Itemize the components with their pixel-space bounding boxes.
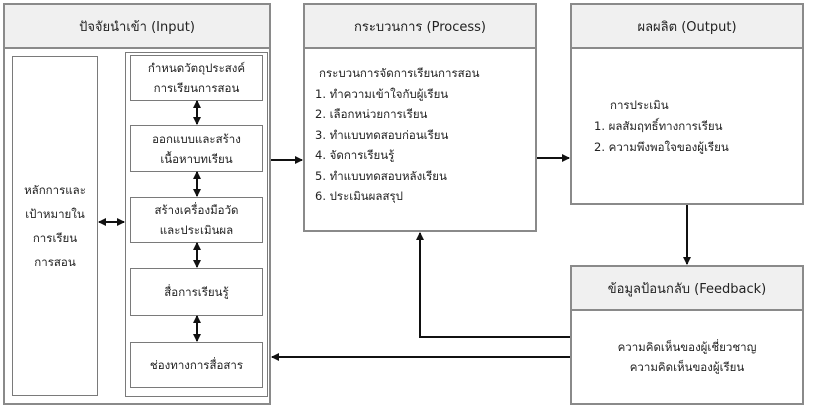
input-step-objectives: กำหนดวัตถุประสงค์ การเรียนการสอน bbox=[130, 55, 263, 101]
output-item: 1. ผลสัมฤทธิ์ทางการเรียน bbox=[594, 119, 723, 133]
process-title: กระบวนการ (Process) bbox=[353, 19, 487, 35]
step-line: สื่อการเรียนรู้ bbox=[164, 285, 229, 299]
process-box: กระบวนการ (Process) กระบวนการจัดการเรียน… bbox=[303, 3, 537, 232]
feedback-box: ข้อมูลป้อนกลับ (Feedback) ความคิดเห็นของ… bbox=[570, 265, 804, 405]
process-header: กระบวนการ (Process) bbox=[305, 5, 535, 49]
step-line: สร้างเครื่องมือวัด bbox=[154, 203, 239, 217]
step-line: ช่องทางการสื่อสาร bbox=[149, 358, 244, 372]
step-line: เนื้อหาบทเรียน bbox=[160, 151, 233, 166]
output-heading: การประเมิน bbox=[610, 98, 669, 112]
process-item: 3. ทำแบบทดสอบก่อนเรียน bbox=[315, 127, 449, 142]
input-step-content-design: ออกแบบและสร้าง เนื้อหาบทเรียน bbox=[130, 125, 263, 172]
feedback-item: ความคิดเห็นของผู้เรียน bbox=[629, 360, 745, 374]
feedback-content: ความคิดเห็นของผู้เชี่ยวชาญ ความคิดเห็นขอ… bbox=[572, 337, 802, 377]
principles-line: หลักการและ bbox=[24, 183, 86, 197]
process-item: 6. ประเมินผลสรุป bbox=[315, 189, 403, 203]
process-content: กระบวนการจัดการเรียนการสอน 1. ทำความเข้า… bbox=[315, 63, 479, 207]
principles-line: การสอน bbox=[34, 255, 76, 269]
output-header: ผลผลิต (Output) bbox=[572, 5, 802, 49]
arrow-feedback-to-process bbox=[416, 232, 570, 338]
principles-box: หลักการและ เป้าหมายใน การเรียน การสอน bbox=[12, 56, 98, 396]
principles-line: การเรียน bbox=[32, 231, 78, 245]
step-line: กำหนดวัตถุประสงค์ bbox=[147, 61, 246, 75]
principles-line: เป้าหมายใน bbox=[25, 207, 85, 221]
step-line: ออกแบบและสร้าง bbox=[152, 131, 241, 146]
output-title: ผลผลิต (Output) bbox=[637, 19, 737, 35]
step-line: การเรียนการสอน bbox=[153, 81, 240, 95]
process-item: 2. เลือกหน่วยการเรียน bbox=[315, 107, 428, 121]
input-step-assessment-tools: สร้างเครื่องมือวัด และประเมินผล bbox=[130, 197, 263, 243]
input-header: ปัจจัยนำเข้า (Input) bbox=[5, 5, 269, 49]
feedback-title: ข้อมูลป้อนกลับ (Feedback) bbox=[607, 281, 767, 297]
input-step-communication: ช่องทางการสื่อสาร bbox=[130, 342, 263, 388]
step-line: และประเมินผล bbox=[159, 223, 234, 237]
process-item: 4. จัดการเรียนรู้ bbox=[315, 148, 395, 162]
process-heading: กระบวนการจัดการเรียนการสอน bbox=[319, 66, 480, 80]
output-box: ผลผลิต (Output) การประเมิน 1. ผลสัมฤทธิ์… bbox=[570, 3, 804, 205]
feedback-header: ข้อมูลป้อนกลับ (Feedback) bbox=[572, 267, 802, 311]
feedback-item: ความคิดเห็นของผู้เชี่ยวชาญ bbox=[617, 340, 757, 354]
output-item: 2. ความพึงพอใจของผู้เรียน bbox=[594, 140, 729, 154]
process-item: 5. ทำแบบทดสอบหลังเรียน bbox=[315, 168, 447, 183]
output-content: การประเมิน 1. ผลสัมฤทธิ์ทางการเรียน 2. ค… bbox=[594, 95, 729, 158]
input-title: ปัจจัยนำเข้า (Input) bbox=[79, 19, 195, 35]
process-item: 1. ทำความเข้าใจกับผู้เรียน bbox=[315, 86, 449, 101]
input-step-learning-media: สื่อการเรียนรู้ bbox=[130, 268, 263, 316]
